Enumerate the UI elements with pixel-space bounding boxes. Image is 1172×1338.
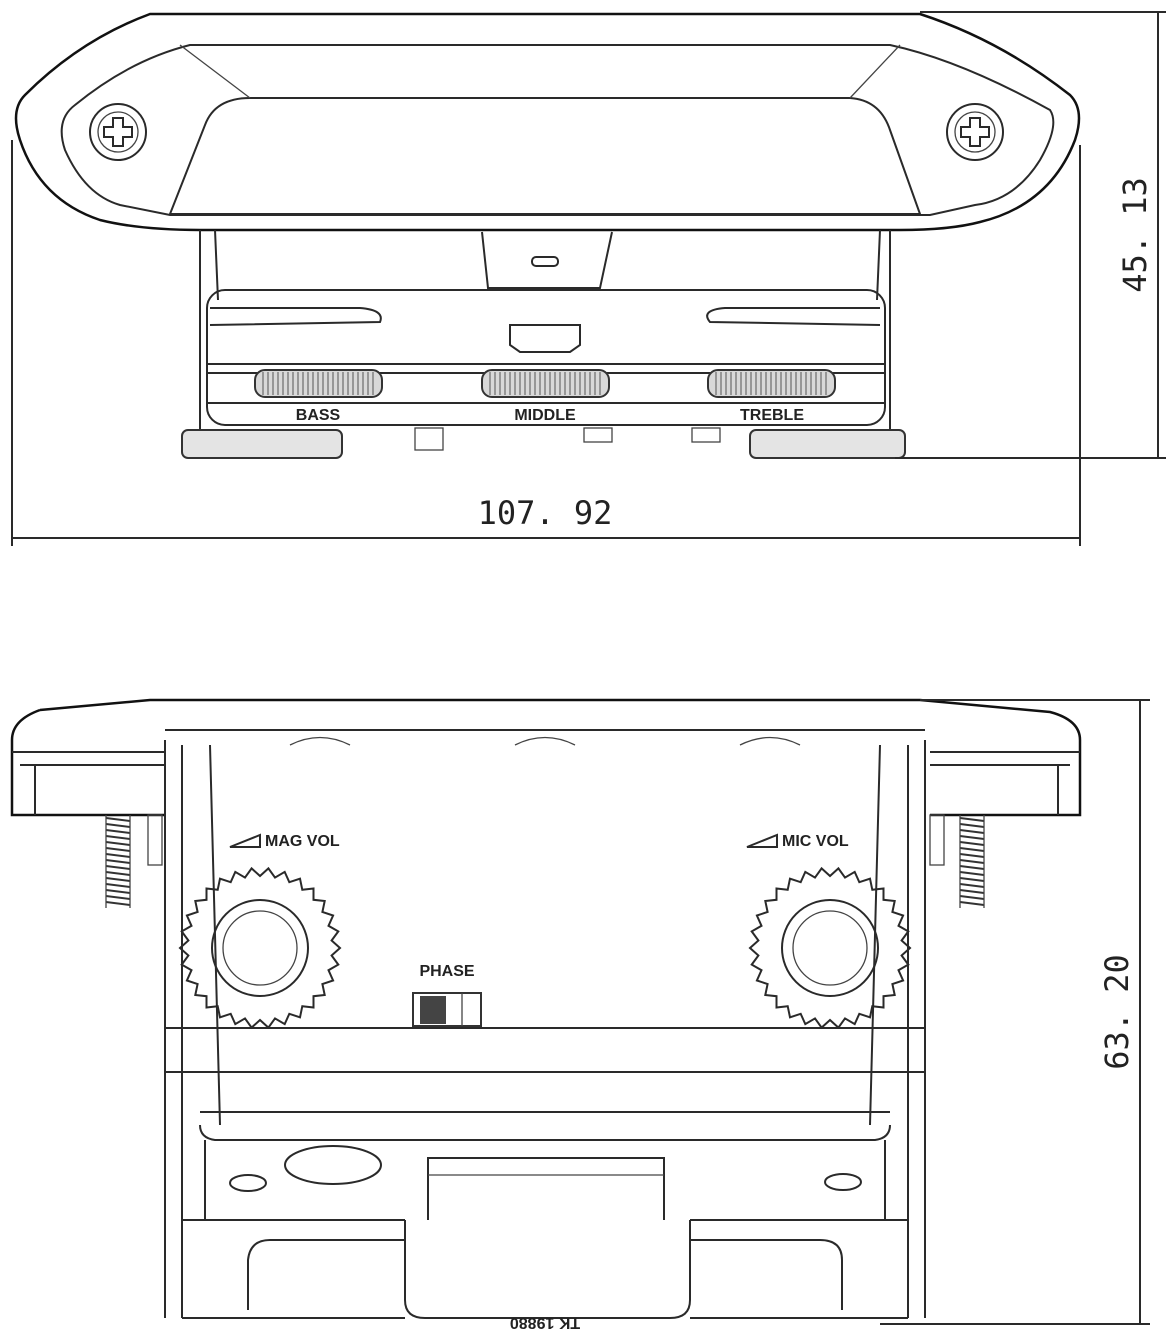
usb-port-icon: [509, 324, 581, 353]
dimension-label: 107. 92: [478, 494, 613, 532]
mic-vol-knob[interactable]: [748, 866, 912, 1030]
mag-vol-triangle-icon: [229, 833, 261, 848]
body-sides: [199, 229, 891, 430]
control-panel: [206, 289, 886, 426]
dimension-height-top: 45. 13: [895, 11, 1166, 459]
middle-label: MIDDLE: [514, 407, 576, 424]
pin: [583, 427, 613, 443]
jack-oval: [284, 1145, 382, 1185]
bottom-view: MAG VOL MIC VOL PHASE TK 19880: [10, 698, 1150, 1331]
screw-right-icon: [946, 103, 1004, 161]
pin: [691, 427, 721, 443]
top-plate-outline: [14, 12, 1081, 232]
wheel-edges: [289, 736, 801, 746]
panel-grooves: [209, 307, 881, 326]
mag-vol-knob[interactable]: [178, 866, 342, 1030]
top-plate-window: [168, 97, 922, 215]
top-view: BASS MIDDLE TREBLE 45. 13 107. 92: [11, 11, 1166, 546]
dimension-width-top: 107. 92: [11, 140, 1081, 546]
bevel-line: [849, 44, 901, 99]
mount-hole: [824, 1173, 862, 1191]
wheel-right: [749, 429, 906, 459]
phase-switch[interactable]: [412, 992, 482, 1027]
wheel-left: [181, 429, 343, 459]
engraving-text: TK 19880: [510, 1314, 580, 1331]
spring-right: [959, 815, 985, 908]
mic-vol-label: MIC VOL: [782, 833, 849, 850]
spring-left: [105, 815, 131, 908]
top-plate-inner-rim: [60, 44, 1055, 216]
bevel-line: [179, 44, 251, 99]
mic-vol-triangle-icon: [746, 833, 778, 848]
battery-slot: [427, 1157, 665, 1220]
dimension-label: 63. 20: [1098, 954, 1136, 1070]
bass-label: BASS: [296, 407, 341, 424]
plate-flanges: [12, 751, 1080, 815]
bottom-plate-outline: [10, 698, 1082, 817]
screw-left-icon: [89, 103, 147, 161]
dimension-label: 45. 13: [1116, 177, 1154, 293]
mount-hole: [229, 1174, 267, 1192]
mag-vol-label: MAG VOL: [265, 833, 340, 850]
bottom-tab: [404, 1220, 691, 1319]
center-tab: [481, 231, 613, 289]
dimension-height-bottom: 63. 20: [880, 699, 1150, 1325]
led-slot-icon: [531, 256, 559, 267]
pin: [414, 427, 444, 451]
phase-label: PHASE: [419, 963, 474, 980]
treble-label: TREBLE: [740, 407, 804, 424]
